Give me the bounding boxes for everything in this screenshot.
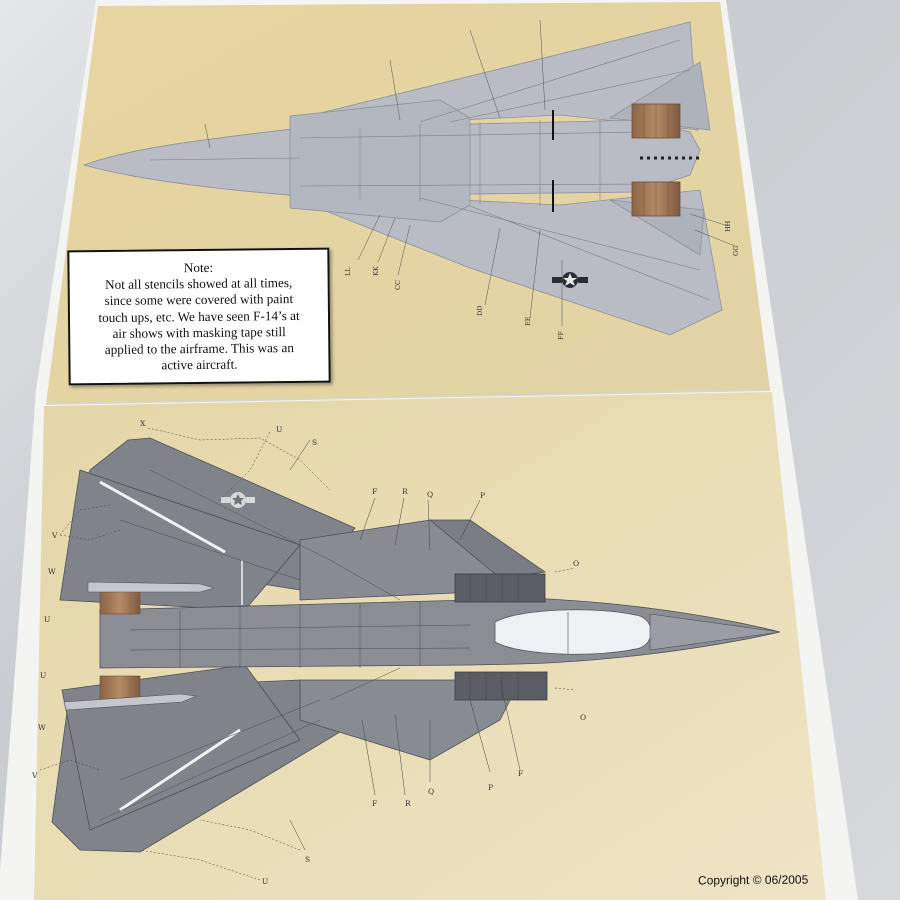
callout-F: F: [372, 799, 377, 808]
callout-W: W: [48, 567, 56, 576]
callout-O: O: [580, 713, 586, 722]
callout-FF: FF: [557, 330, 565, 340]
callout-P: P: [488, 783, 493, 792]
bottom-view-callout-labels: X U S F R Q P O O V W U U W V F R Q P F …: [31, 419, 586, 886]
bottom-view-leader-lines: [289, 439, 521, 851]
bottom-view-intake-upper: [454, 573, 546, 603]
callout-Q: Q: [428, 787, 434, 796]
note-line: active aircraft.: [161, 356, 238, 373]
note-line: applied to the airframe. This was an: [104, 340, 294, 358]
bottom-view-panel-lines: [99, 469, 471, 821]
top-view-panel-lines: [149, 39, 711, 301]
callout-W: W: [38, 723, 46, 732]
callout-S: S: [312, 438, 317, 447]
callout-U: U: [276, 425, 282, 434]
callout-KK: KK: [372, 266, 380, 276]
callout-F: F: [518, 769, 523, 778]
fold-line: [45, 389, 771, 405]
bottom-view-canopy: [494, 609, 652, 655]
callout-Q: Q: [427, 490, 433, 499]
callout-R: R: [405, 799, 411, 808]
note-line: since some were covered with paint: [104, 291, 294, 309]
callout-CC: CC: [394, 280, 402, 290]
note-box: Note: Not all stencils showed at all tim…: [67, 247, 331, 386]
callout-LL: LL: [344, 267, 352, 276]
callout-V: V: [31, 771, 38, 780]
callout-V: V: [51, 531, 58, 540]
bottom-view-stores: [63, 581, 216, 711]
callout-U: U: [262, 877, 268, 886]
callout-P: P: [480, 491, 485, 500]
bottom-view-nose: [649, 613, 781, 651]
callout-U: U: [40, 671, 46, 680]
top-view-leader-lines: [204, 19, 736, 326]
bottom-view-nozzle-upper: [99, 589, 141, 615]
callout-HH: HH: [724, 220, 732, 232]
bottom-view-nozzle-lower: [99, 675, 141, 701]
top-view-aircraft: [82, 21, 723, 336]
top-view-glove: [289, 99, 471, 223]
bottom-view-insignia: [221, 492, 255, 508]
bottom-view-dashed-callouts: [39, 427, 576, 881]
callout-O: O: [573, 559, 579, 568]
callout-R: R: [402, 487, 408, 496]
callout-DD: DD: [476, 306, 484, 316]
top-view-callout-labels: LL KK CC DD EE FF HH GG: [344, 220, 740, 340]
callout-U: U: [44, 615, 50, 624]
callout-GG: GG: [732, 246, 740, 256]
bottom-view-intake-lower: [454, 671, 548, 701]
callout-F: F: [372, 487, 377, 496]
copyright-text: Copyright © 06/2005: [697, 872, 809, 888]
callout-EE: EE: [524, 316, 532, 326]
callout-S: S: [305, 855, 310, 864]
bottom-view-ventral-fin: [428, 519, 547, 579]
callout-X: X: [140, 419, 146, 428]
top-view-insignia: [552, 272, 588, 288]
